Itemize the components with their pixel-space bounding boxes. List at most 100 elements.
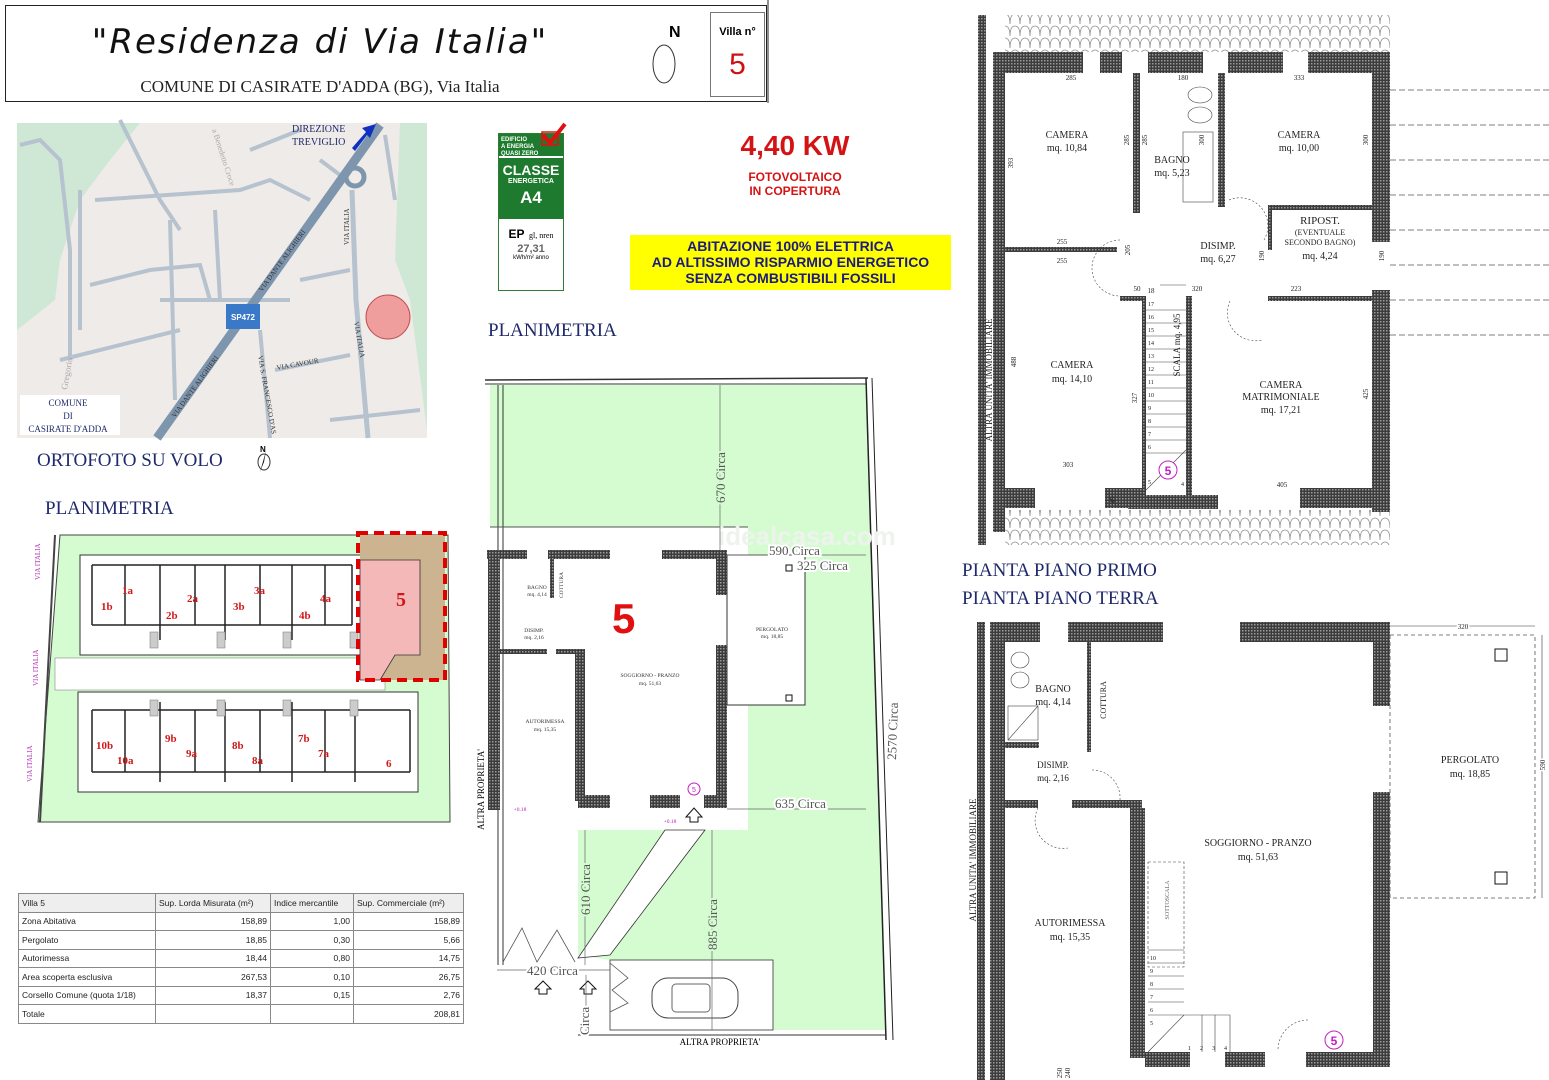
lot-label: 8b <box>232 740 244 752</box>
lot-label: 3a <box>254 585 266 597</box>
room-area: mq. 4,14 <box>1035 697 1070 708</box>
room-label: CAMERA <box>1260 380 1304 391</box>
corsello-road <box>54 657 386 691</box>
location-marker <box>365 294 411 340</box>
comune-label: CASIRATE D'ADDA <box>28 424 108 434</box>
villa-label: Villa n° <box>719 26 756 38</box>
roof-tiles <box>1005 15 1390 52</box>
room-label: CAMERA <box>1046 130 1090 141</box>
room-area: mq. 14,10 <box>1052 374 1092 385</box>
ground-floor-title: PIANTA PIANO TERRA <box>962 588 1159 609</box>
stair-step-number: 16 <box>1148 315 1154 321</box>
dimension-label: 320 <box>1192 285 1203 293</box>
ground-floor-walls <box>977 622 1390 1080</box>
stair-step-number: 11 <box>1148 380 1154 386</box>
stair-step-number: 17 <box>1148 302 1154 308</box>
stair-step-number: 7 <box>1150 995 1153 1001</box>
pv-line-2: IN COPERTURA <box>749 184 841 198</box>
room-area: mq. 4,14 <box>527 592 547 598</box>
neighbor-unit-label: ALTRA UNITA' IMMOBILIARE <box>968 798 978 922</box>
room-label: DISIMP. <box>1200 241 1235 252</box>
dimension-label: 303 <box>1063 461 1074 469</box>
lot-label: 6 <box>386 758 392 770</box>
room-area: mq. 4,24 <box>1302 251 1337 262</box>
room-area: mq. 15,35 <box>1050 932 1090 943</box>
table-header-row: Villa 5 Sup. Lorda Misurata (m²) Indice … <box>18 893 464 913</box>
stair-step-number: 6 <box>1148 445 1151 451</box>
dimension-label: 320 <box>1458 623 1469 631</box>
street-label: VIA ITALIA <box>343 208 351 245</box>
electric-home-banner: ABITAZIONE 100% ELETTRICA AD ALTISSIMO R… <box>630 235 951 290</box>
property-line <box>865 377 887 1041</box>
nzeb-line: QUASI ZERO <box>501 151 539 157</box>
unit-badge-label: 5 <box>1165 464 1172 478</box>
room-note: SECONDO BAGNO) <box>1285 238 1356 247</box>
stair-step-number: 9 <box>1148 406 1151 412</box>
lot-label: 2b <box>166 610 178 622</box>
villa-number: 5 <box>729 48 746 81</box>
dimension-label: 635 Circa <box>775 796 826 811</box>
room-label: DISIMP. <box>524 628 544 634</box>
lot-label: 8a <box>252 755 264 767</box>
pergolato-outline <box>1389 634 1536 899</box>
stair-step-number: 8 <box>1148 419 1151 425</box>
ep-label: EP <box>508 227 525 241</box>
site-plan-title: PLANIMETRIA <box>45 498 174 519</box>
driveway <box>577 829 706 959</box>
roundabout <box>343 165 367 189</box>
room-area: mq. 2,16 <box>524 635 544 641</box>
lot-label: 1b <box>101 601 113 613</box>
lot-label: 3b <box>233 601 245 613</box>
entrance-badge-label: 5 <box>692 787 696 794</box>
dimension-label: 300 <box>1362 134 1370 145</box>
dimension-label: 327 <box>1131 392 1139 403</box>
energetica-label: ENERGETICA <box>508 178 554 185</box>
lot-label: 10b <box>96 740 113 752</box>
room-label: AUTORIMESSA <box>1035 918 1107 929</box>
dimension-label: 610 Circa <box>578 864 593 915</box>
ep-sub-label: gl, nren <box>529 231 554 240</box>
dimension-label: 285 <box>1141 134 1149 145</box>
villa-number-box: Villa n° 5 <box>710 12 765 97</box>
banner-line: SENZA COMBUSTIBILI FOSSILI <box>685 270 896 286</box>
dimension-label: 300 <box>1198 134 1206 145</box>
nzeb-line: A ENERGIA <box>501 144 535 150</box>
page-subtitle: COMUNE DI CASIRATE D'ADDA (BG), Via Ital… <box>140 77 500 96</box>
dimension-label: 325 Circa <box>797 558 848 573</box>
stair-step-number: 8 <box>1150 982 1153 988</box>
stair-step-number: 5 <box>1150 1021 1153 1027</box>
lot-5-highlight <box>356 531 447 682</box>
entrance-arrow-icon <box>684 807 704 823</box>
room-label: MATRIMONIALE <box>1242 392 1319 403</box>
watermark: idealcasa.com <box>718 521 896 551</box>
room-label: SOGGIORNO - PRANZO <box>621 673 680 679</box>
stair-step-number: 13 <box>1148 354 1154 360</box>
unit-badge-label: 5 <box>1331 1034 1338 1048</box>
elevation-mark: +0.18 <box>664 819 677 825</box>
table-header: Sup. Lorda Misurata (m²) <box>155 893 271 913</box>
dimension-label: 670 Circa <box>713 452 728 503</box>
area-table: Villa 5 Sup. Lorda Misurata (m²) Indice … <box>18 893 464 1024</box>
lot-label: 9b <box>165 733 177 745</box>
room-label: RIPOST. <box>1300 215 1340 227</box>
entrance-badge <box>687 782 701 796</box>
room-note: (EVENTUALE <box>1295 228 1345 237</box>
neighbor-unit-label: ALTRA UNITA' IMMOBILIARE <box>984 318 994 442</box>
table-header: Sup. Commerciale (m²) <box>353 893 464 913</box>
north-label: N <box>260 445 266 454</box>
lot-label: 2a <box>187 593 199 605</box>
dimension-label: 205 <box>1124 244 1132 255</box>
room-area: mq. 18,85 <box>1450 769 1490 780</box>
room-area: mq. 18,85 <box>761 634 783 640</box>
room-label: SCALA mq. 4,95 <box>1172 313 1182 377</box>
energy-class-value: A4 <box>520 188 542 207</box>
dimension-label: 250 <box>1056 1067 1064 1078</box>
stair-step-number: 5 <box>1148 480 1151 486</box>
dimension-label: 2570 Circa <box>884 702 901 760</box>
dimension-label: 425 <box>1362 388 1370 399</box>
lot-label: 10a <box>117 755 134 767</box>
header-box <box>5 5 767 102</box>
